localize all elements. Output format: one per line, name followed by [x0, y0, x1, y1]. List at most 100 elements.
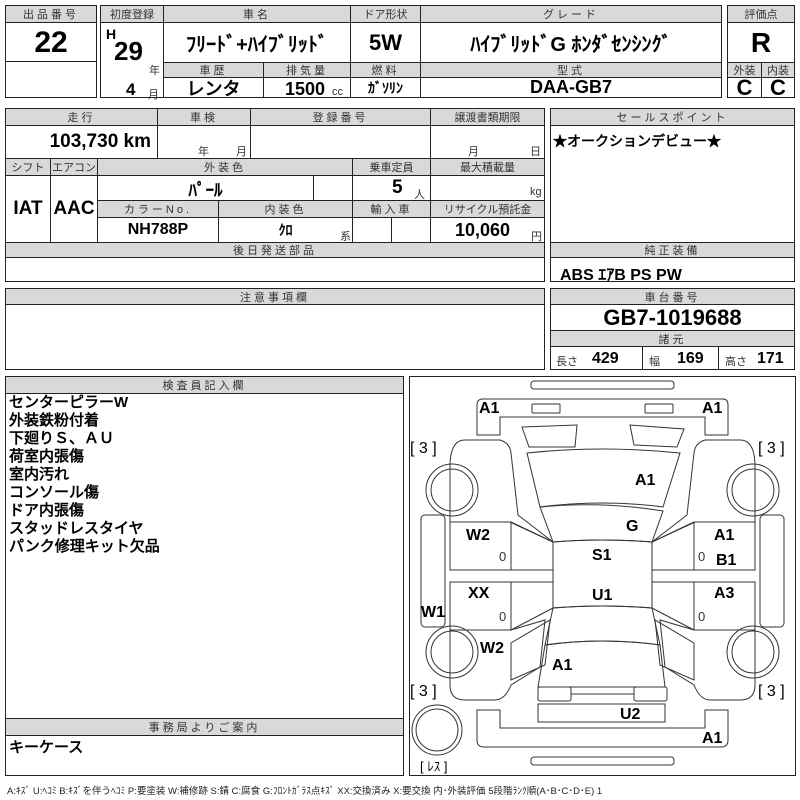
ext-color-label: 外装色: [97, 158, 353, 176]
damage-mark: U1: [592, 587, 613, 604]
damage-diagram: [409, 376, 796, 776]
inspector-note: 下廻りＳ、ＡＵ: [9, 430, 115, 447]
year-unit: 年: [149, 65, 160, 77]
damage-mark: A1: [635, 472, 656, 489]
tire-tread-mark: [ 3 ]: [758, 683, 785, 700]
first-reg-cell: [100, 22, 164, 98]
score: R: [750, 27, 772, 58]
length: 429: [592, 350, 619, 367]
tire-tread-mark: [ 3 ]: [410, 440, 437, 457]
height-label: 高さ: [725, 356, 747, 368]
inspector-note: 室内汚れ: [9, 466, 70, 483]
displacement: 1500: [285, 78, 326, 99]
int-label: 内装: [761, 62, 795, 78]
lot-label: 出品番号: [5, 5, 97, 23]
car-outline: [411, 380, 785, 766]
damage-mark: A1: [552, 657, 573, 674]
inspection-year-unit: 年: [198, 146, 209, 158]
sales-point: ★オークションデビュー★: [553, 133, 721, 149]
damage-mark: W2: [480, 640, 504, 657]
color-no: NH788P: [127, 220, 189, 238]
recycle-unit: 円: [531, 231, 542, 243]
displacement-unit: cc: [332, 86, 343, 98]
int-score: C: [770, 74, 786, 100]
ext-color-blank: [313, 175, 353, 201]
equipment-label: 純正装備: [550, 242, 795, 258]
door-label: ドア形状: [350, 5, 421, 23]
inspector-note: スタッドレスタイヤ: [9, 520, 144, 537]
grade: ﾊｲﾌﾞﾘｯﾄﾞG ﾎﾝﾀﾞｾﾝｼﾝｸﾞ: [470, 34, 672, 56]
inspector-label: 検査員記入欄: [5, 376, 404, 394]
office-label: 事務局よりご案内: [5, 718, 404, 736]
transfer-day-unit: 日: [530, 146, 541, 158]
car-name: ﾌﾘｰﾄﾞ+ﾊｲﾌﾞﾘｯﾄﾞ: [186, 34, 328, 56]
model: DAA-GB7: [529, 77, 612, 97]
door-type: 5W: [369, 29, 402, 55]
first-reg-month: 4: [126, 80, 136, 99]
damage-mark: G: [626, 518, 639, 535]
grade-label: グレード: [420, 5, 722, 23]
width-cell: [642, 346, 719, 370]
model-label: 型式: [420, 62, 722, 78]
score-label: 評価点: [727, 5, 795, 23]
color-no-label: カラーNo.: [97, 200, 219, 218]
mileage-label: 走行: [5, 108, 158, 126]
recycle-fee: 10,060: [455, 219, 511, 240]
length-label: 長さ: [556, 356, 578, 368]
width: 169: [677, 350, 704, 367]
import-cell-1: [352, 217, 392, 243]
legend: A:ｷｽﾞ U:ﾍｺﾐ B:ｷｽﾞを伴うﾍｺﾐ P:要塗装 W:補修跡 S:錆 …: [7, 786, 603, 797]
model-cell: [420, 77, 722, 98]
capacity-label: 乗車定員: [352, 158, 431, 176]
ext-color: ﾊﾟｰﾙ: [188, 180, 223, 200]
int-color-label: 内装色: [218, 200, 353, 218]
equipment: ABS ｴｱB PS PW: [560, 267, 682, 284]
transfer-month-unit: 月: [468, 146, 479, 158]
damage-mark: A3: [714, 585, 735, 602]
import-cell-2: [391, 217, 431, 243]
shift-label: シフト: [5, 158, 51, 176]
displacement-cell: [263, 77, 351, 98]
recycle-label: リサイクル預託金: [430, 200, 545, 218]
shift: IAT: [13, 198, 43, 219]
inspection-label: 車検: [157, 108, 251, 126]
chassis-label: 車台番号: [550, 288, 795, 305]
damage-mark: B1: [716, 552, 737, 569]
inspector-note: ドア内張傷: [9, 502, 85, 519]
car-name-label: 車名: [163, 5, 351, 23]
height: 171: [757, 350, 784, 367]
aircon: AAC: [53, 198, 95, 219]
capacity: 5: [392, 177, 403, 198]
inspection-month-unit: 月: [236, 146, 247, 158]
inspector-note: 荷室内張傷: [9, 448, 85, 465]
inspector-note: センターピラーW: [9, 394, 129, 411]
damage-mark: A1: [702, 400, 723, 417]
door-mark: 0: [698, 549, 706, 564]
first-reg-year: 29: [114, 36, 143, 66]
fuel-label: 燃料: [350, 62, 421, 78]
max-load-label: 最大積載量: [430, 158, 545, 176]
max-load-unit: kg: [530, 186, 542, 198]
damage-mark: XX: [468, 585, 490, 602]
door-mark: 0: [698, 609, 706, 624]
door-cell: [350, 22, 421, 63]
lot-blank: [5, 61, 97, 98]
inspector-note: コンソール傷: [9, 484, 100, 501]
damage-mark: S1: [592, 547, 612, 564]
era: H: [106, 26, 117, 42]
transfer-label: 譲渡書類期限: [430, 108, 545, 126]
damage-mark: A1: [479, 400, 500, 417]
inspector-note: パンク修理キット欠品: [9, 538, 160, 555]
first-reg-label: 初度登録: [100, 5, 164, 23]
inspector-note: 外装鉄粉付着: [9, 412, 100, 429]
sales-point-label: セールスポイント: [550, 108, 795, 126]
displacement-label: 排気量: [263, 62, 351, 78]
capacity-cell: [352, 175, 431, 201]
damage-mark: A1: [714, 527, 735, 544]
mileage: 103,730 km: [49, 131, 151, 152]
capacity-unit: 人: [414, 189, 425, 201]
width-label: 幅: [649, 356, 660, 368]
door-mark: 0: [499, 549, 507, 564]
ext-cell: [727, 77, 762, 98]
damage-mark: W2: [466, 527, 490, 544]
